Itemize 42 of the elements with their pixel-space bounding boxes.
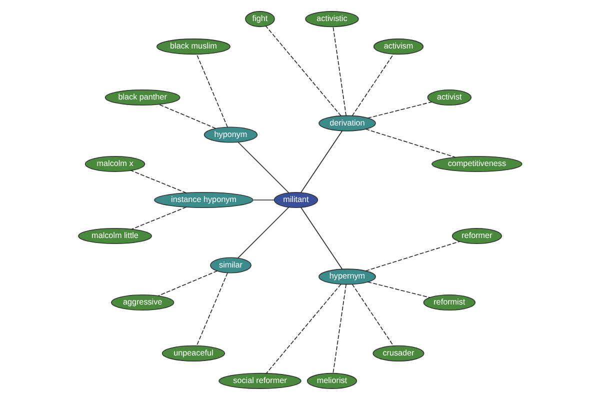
connector xyxy=(131,206,187,230)
node-ellipse: malcolm little xyxy=(78,228,152,244)
connector xyxy=(265,26,342,116)
connector xyxy=(300,206,343,270)
node-ellipse: activist xyxy=(427,89,472,106)
node-ellipse: militant xyxy=(274,192,318,208)
node-ellipse: social reformer xyxy=(218,372,302,389)
node-ellipse: derivation xyxy=(318,115,376,132)
node-ellipse: aggressive xyxy=(111,294,174,311)
connector xyxy=(367,281,430,298)
node-ellipse: reformer xyxy=(452,228,502,244)
node-ellipse: hyponym xyxy=(204,126,258,143)
connector xyxy=(352,284,394,346)
connector xyxy=(158,104,216,129)
node-ellipse: crusader xyxy=(372,345,424,362)
connector xyxy=(365,128,456,158)
node-ellipse: similar xyxy=(210,257,252,274)
connector xyxy=(238,142,290,194)
node-ellipse: black muslim xyxy=(156,38,230,55)
node-ellipse: activistic xyxy=(305,11,359,28)
connector xyxy=(332,26,347,116)
node-ellipse: black panther xyxy=(104,89,180,106)
connector xyxy=(300,130,343,194)
connector xyxy=(352,54,394,116)
connector xyxy=(237,206,290,259)
connector xyxy=(196,54,228,128)
connector xyxy=(365,240,460,272)
node-ellipse: meliorist xyxy=(306,372,357,389)
node-ellipse: instance hyponym xyxy=(154,192,254,208)
node-ellipse: unpeaceful xyxy=(162,345,226,362)
connector xyxy=(332,284,347,374)
connector xyxy=(196,272,228,346)
node-ellipse: activism xyxy=(373,38,424,55)
connector xyxy=(266,284,342,374)
connector xyxy=(158,270,218,296)
connector xyxy=(130,170,187,194)
node-ellipse: malcolm x xyxy=(84,156,146,172)
node-ellipse: fight xyxy=(245,11,275,28)
node-ellipse: competitiveness xyxy=(432,156,522,172)
node-ellipse: reformist xyxy=(423,294,476,311)
node-ellipse: hypernym xyxy=(318,268,376,285)
connector xyxy=(367,102,432,119)
